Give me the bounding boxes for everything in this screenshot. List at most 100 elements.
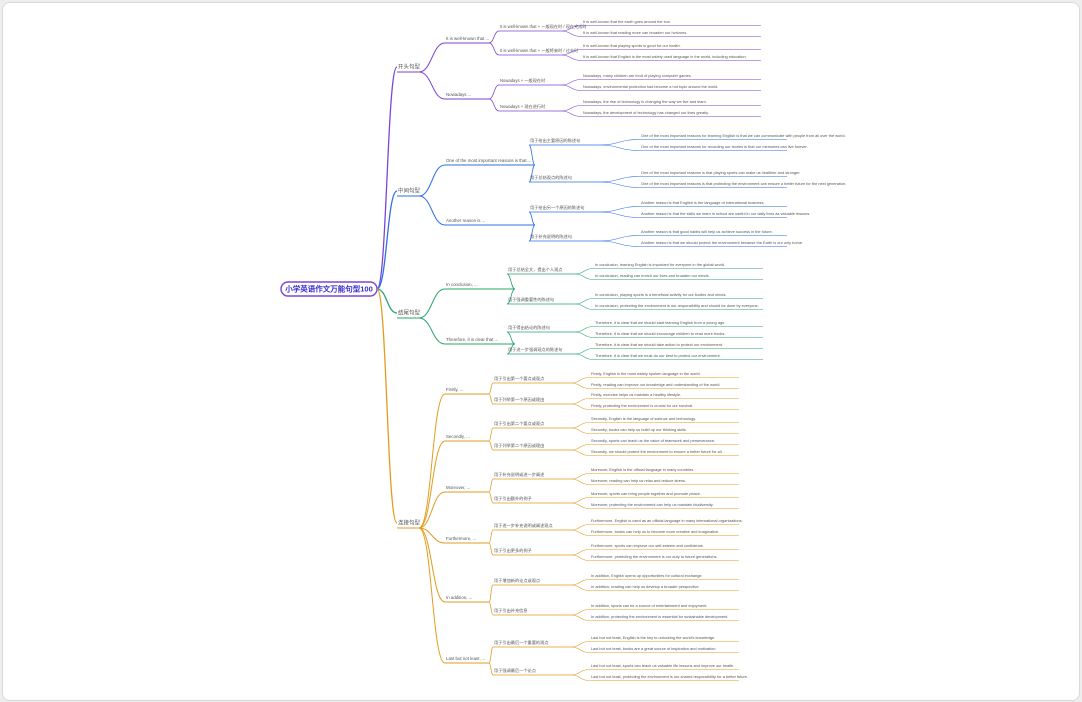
leaf-connector [570, 674, 590, 681]
sentence-label: Nowadays, the development of technology … [583, 110, 709, 115]
sentence-label: Another reason is that the skills we lea… [641, 211, 810, 216]
level3-connector [528, 211, 536, 226]
sentence-label: Nowadays, environmental protection has b… [583, 84, 718, 89]
level2-connector [418, 393, 446, 529]
leaf-connector [598, 176, 640, 183]
sentence-label: Therefore, it is clear that we should ta… [595, 342, 723, 347]
subtopic-label: 用于引出第二个要点或观点 [494, 420, 544, 427]
level2-connector [418, 317, 446, 345]
level2-connector [418, 164, 446, 197]
sentence-label: Last but not least, books are a great so… [591, 646, 716, 651]
level3-connector [506, 331, 516, 345]
sentence-label: Furthermore, English is used as an offic… [591, 518, 743, 523]
subtopic-label: 用于给出主要原因的陈述句 [530, 137, 580, 144]
sentence-label: In conclusion, reading can enrich our li… [595, 273, 710, 278]
sentence-label: In addition, protecting the environment … [591, 614, 728, 619]
sentence-label: It is well-known that the earth goes aro… [583, 19, 671, 24]
subtopic-label: 用于强调最后一个论点 [494, 667, 536, 674]
sentence-label: Secondly, we should protect the environm… [591, 449, 723, 454]
leaf-connector [598, 181, 640, 188]
leaf-connector [570, 641, 590, 648]
topic-label: Firstly, ... [446, 387, 463, 392]
subtopic-label: 用于引出更多的例子 [494, 547, 532, 554]
sentence-label: Secondly, books can help us build up our… [591, 427, 687, 432]
topic-label: In addition, ... [446, 595, 472, 600]
root-node[interactable]: 小学英语作文万能句型100 [280, 281, 378, 297]
leaf-connector [570, 422, 590, 429]
sentence-label: Last but not least, English is the key t… [591, 635, 715, 640]
subtopic-label: 用于进一步强调观点的陈述句 [508, 346, 562, 353]
subtopic-label: 用于补充说明的陈述句 [530, 233, 572, 240]
leaf-connector [570, 398, 590, 405]
leaf-connector [574, 353, 594, 360]
subtopic-label: 用于强调重要性的陈述句 [508, 296, 554, 303]
leaf-connector [598, 211, 640, 218]
level2-connector [418, 71, 446, 100]
level2-connector [418, 288, 446, 319]
level3-connector [528, 164, 536, 183]
sentence-label: In addition, sports can be a source of e… [591, 603, 707, 608]
sentence-label: One of the most important reasons for le… [641, 133, 846, 138]
level3-connector [488, 382, 494, 395]
subtopic-label: 用于给出另一个原因的陈述句 [530, 204, 584, 211]
root-title: 小学英语作文万能句型100 [285, 283, 373, 293]
sentence-label: Last but not least, sports can teach us … [591, 663, 734, 668]
subtopic-label: 用于引出最后一个重要的观点 [494, 639, 548, 646]
sentence-label: Another reason is that good habits will … [641, 229, 773, 234]
level3-connector [488, 491, 494, 504]
leaf-connector [570, 524, 590, 531]
leaf-connector [574, 303, 594, 310]
sentence-label: It is well-known that playing sports is … [583, 43, 681, 48]
topic-label: Moreover, ... [446, 485, 470, 490]
topic-label: One of the most important reasons is tha… [446, 158, 531, 163]
branch-label: 中间句型 [398, 186, 421, 194]
leaf-connector [560, 54, 582, 61]
level3-connector [506, 273, 516, 290]
leaf-connector [570, 584, 590, 591]
subtopic-label: 用于得出结论的陈述句 [508, 324, 550, 331]
subtopic-label: 用于总结全文，提出个人观点 [508, 266, 562, 273]
level2-connector [418, 42, 446, 73]
subtopic-label: 用于列举第一个原因或理由 [494, 396, 544, 403]
leaf-connector [560, 79, 582, 86]
sentence-label: Firstly, protecting the environment is c… [591, 403, 693, 408]
sentence-label: One of the most important reasons for re… [641, 144, 808, 149]
subtopic-label: 用于引出补充信息 [494, 607, 528, 614]
leaf-connector [560, 105, 582, 112]
subtopic-label: 用于增加新的论点或观点 [494, 577, 540, 584]
level2-connector [418, 527, 446, 544]
subtopic-label: 用于引出第一个要点或观点 [494, 375, 544, 382]
branch-connector [376, 66, 398, 290]
sentence-label: Therefore, it is clear that we should en… [595, 331, 725, 336]
branch-connector [376, 190, 398, 290]
subtopic-label: 用于进一步补充说明或阐述观点 [494, 522, 553, 529]
level3-connector [488, 529, 494, 544]
leaf-connector [574, 268, 594, 275]
leaf-connector [570, 614, 590, 621]
level3-connector [528, 144, 536, 166]
topic-label: Secondly, ... [446, 434, 470, 439]
sentence-label: One of the most important reasons is tha… [641, 181, 846, 186]
topic-label: Another reason is ... [446, 218, 485, 223]
level3-connector [488, 478, 494, 493]
subtopic-label: 用于列举第二个原因或理由 [494, 442, 544, 449]
level3-connector [488, 542, 494, 556]
sentence-label: Secondly, English is the language of sci… [591, 416, 696, 421]
sentence-label: Firstly, English is the most widely spok… [591, 371, 701, 376]
sentence-label: In addition, reading can help us develop… [591, 584, 700, 589]
subtopic-label: Nowadays + 一般现在时 [500, 77, 546, 84]
level3-connector [488, 601, 494, 616]
level3-connector [528, 224, 536, 242]
level3-connector [488, 646, 494, 664]
sentence-label: Firstly, exercise helps us maintain a he… [591, 392, 681, 397]
leaf-connector [598, 206, 640, 213]
sentence-label: Therefore, it is clear that we should st… [595, 320, 725, 325]
leaf-connector [574, 298, 594, 305]
subtopic-label: 用于引出额外的例子 [494, 495, 532, 502]
topic-label: It is well-known that ... [446, 36, 489, 41]
sentence-label: Furthermore, protecting the environment … [591, 554, 718, 559]
sentence-label: Furthermore, sports can improve our self… [591, 543, 704, 548]
sentence-label: Firstly, reading can improve our knowled… [591, 382, 720, 387]
